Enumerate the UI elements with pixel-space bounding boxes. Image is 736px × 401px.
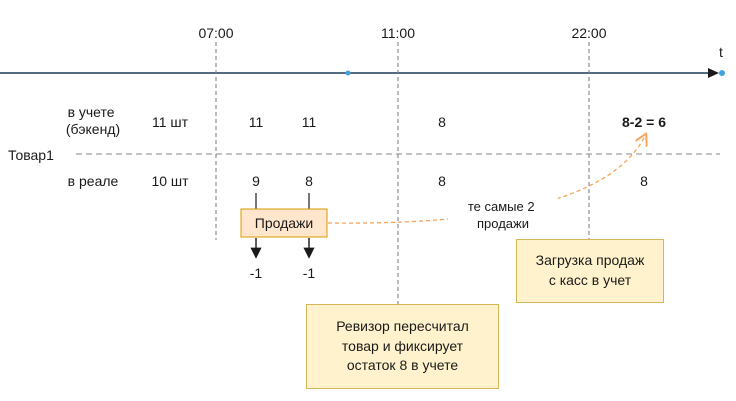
real-value-audit: 8 (438, 173, 446, 189)
accounted-value-start: 11 шт (152, 114, 189, 130)
axis-mid-dot (345, 70, 351, 76)
sales-box (240, 208, 328, 238)
accounted-value-after-sale-1: 11 (249, 114, 264, 130)
time-label-1100: 11:00 (381, 25, 415, 41)
real-row-label: в реале (68, 173, 119, 189)
link-label: те самые 2 продажи (468, 199, 538, 231)
auditor-note: Ревизор пересчитал товар и фиксирует ост… (306, 304, 499, 389)
accounted-row-label: в учете (бэкенд) (66, 104, 120, 137)
accounted-value-audit: 8 (438, 114, 446, 130)
sales-label: Продажи (255, 215, 313, 231)
sale-delta-2: -1 (303, 265, 316, 281)
real-value-final: 8 (640, 173, 648, 189)
real-value-after-sale-1: 9 (252, 173, 260, 189)
link-label-bg (448, 198, 558, 234)
product-name: Товар1 (8, 147, 54, 163)
accounted-value-final: 8-2 = 6 (622, 114, 666, 130)
real-value-after-sale-2: 8 (305, 173, 313, 189)
time-label-0700: 07:00 (198, 25, 233, 41)
time-label-2200: 22:00 (571, 25, 606, 41)
time-axis-arrowhead (708, 68, 719, 78)
axis-label: t (719, 44, 723, 60)
upload-note: Загрузка продаж с касс в учет (516, 239, 664, 303)
axis-end-dot (719, 70, 725, 76)
real-value-start: 10 шт (151, 173, 189, 189)
sale-delta-1: -1 (250, 265, 263, 281)
accounted-value-after-sale-2: 11 (302, 114, 317, 130)
